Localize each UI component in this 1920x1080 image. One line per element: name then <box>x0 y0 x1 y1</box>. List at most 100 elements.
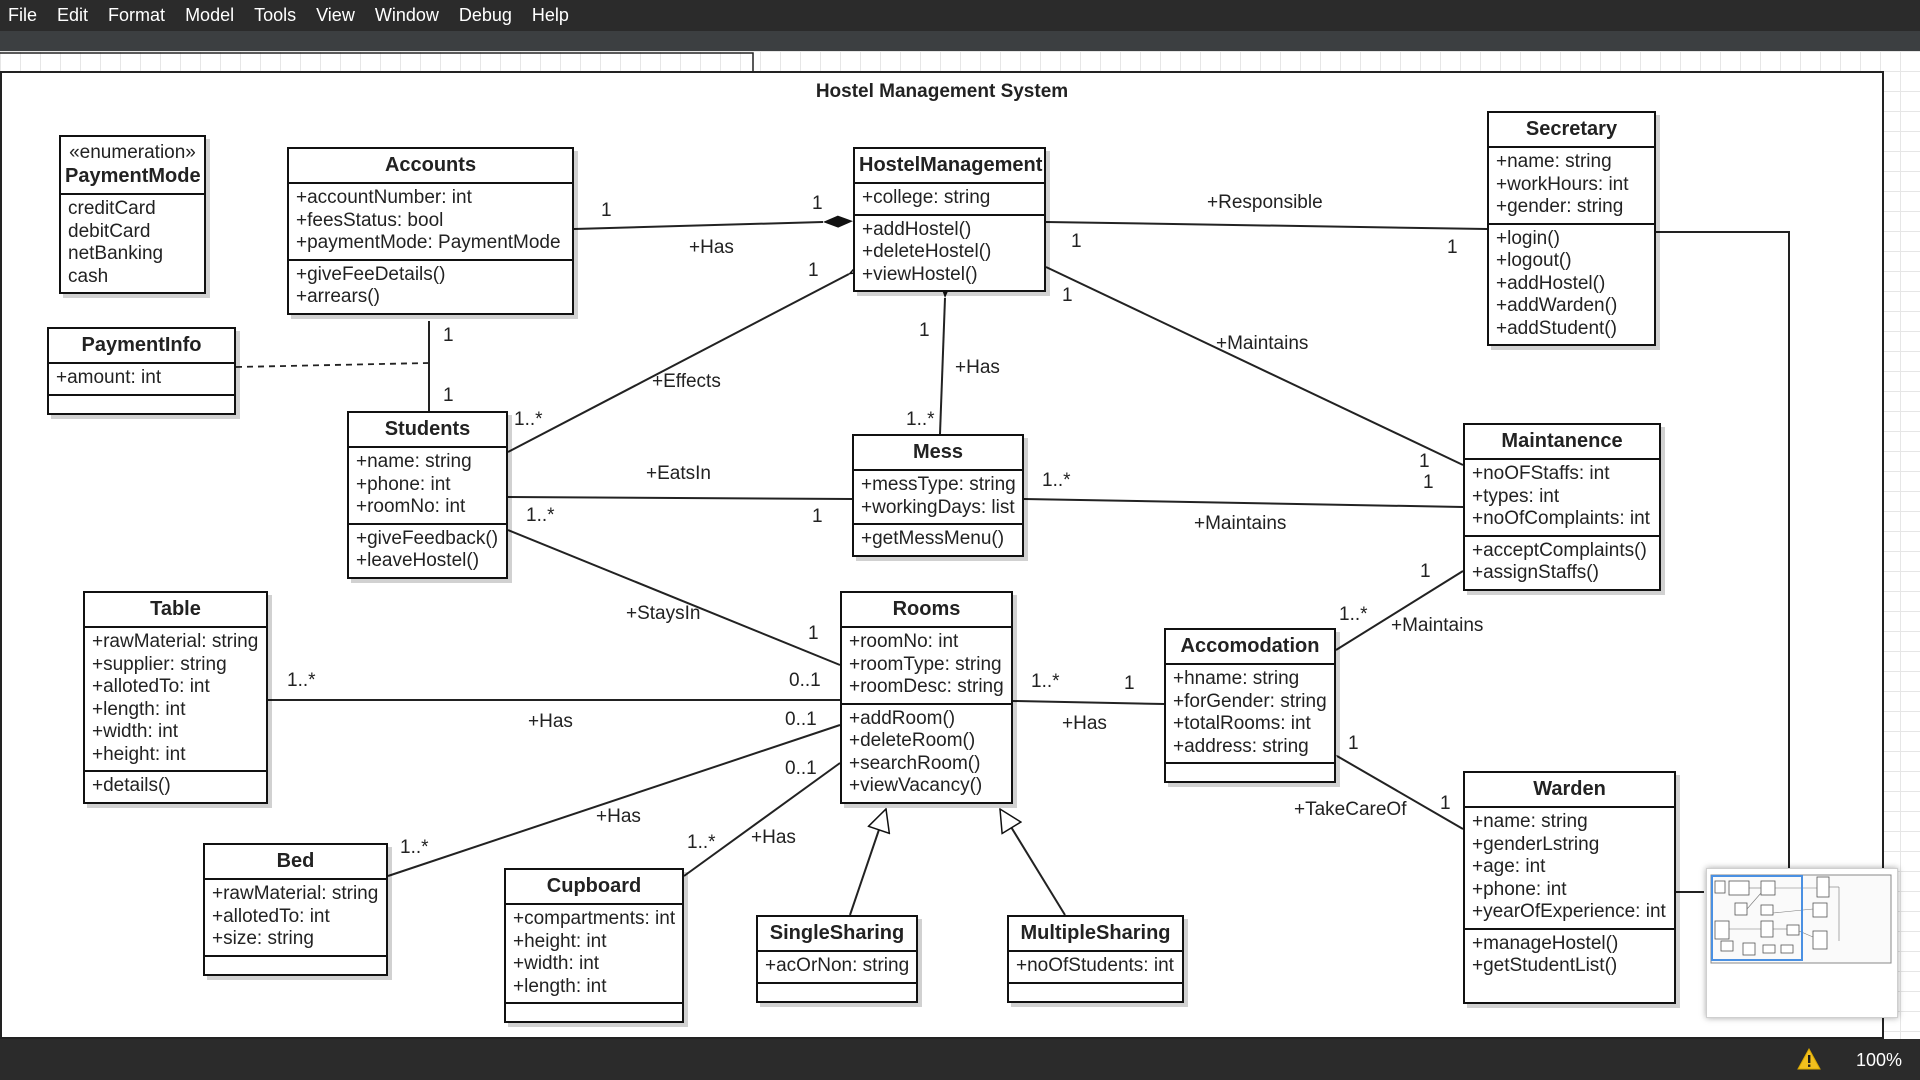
mult-effects-hm: 1 <box>808 260 819 281</box>
mult-accomodation-side: 1 <box>1124 673 1135 694</box>
edge-students-rooms <box>507 529 841 666</box>
attribute: +width: int <box>92 721 179 742</box>
class-cupboard[interactable]: Cupboard +compartments: int +height: int… <box>504 868 684 1023</box>
menu-bar: File Edit Format Model Tools View Window… <box>0 0 1920 31</box>
edge-accomodation-maintanence <box>1335 570 1464 651</box>
operation: +getMessMenu() <box>861 528 1005 549</box>
class-rooms-operations: +addRoom() +deleteRoom() +searchRoom() +… <box>842 705 1011 802</box>
diagram-canvas[interactable]: Hostel Management System +Has 1 1 +Respo… <box>0 51 1920 1039</box>
class-secretary-name: Secretary <box>1489 113 1654 148</box>
operation: +giveFeedback() <box>356 527 499 549</box>
mult-effects-students: 1..* <box>514 409 543 430</box>
class-multiplesharing[interactable]: MultipleSharing +noOfStudents: int <box>1007 915 1184 1003</box>
mult-staysin-rooms: 1 <box>808 623 819 644</box>
operation: +deleteHostel() <box>862 241 992 262</box>
class-hostelmanagement-attributes: +college: string <box>855 184 1044 216</box>
operation: +addWarden() <box>1496 295 1618 316</box>
class-warden-operations: +manageHostel() +getStudentList() <box>1465 930 1674 1002</box>
zoom-level[interactable]: 100% <box>1856 1050 1903 1070</box>
class-hostelmanagement[interactable]: HostelManagement +college: string +addHo… <box>853 147 1046 292</box>
attribute: +length: int <box>513 975 607 997</box>
class-rooms-name: Rooms <box>842 593 1011 628</box>
operation: +searchRoom() <box>849 752 981 774</box>
class-cupboard-operations <box>506 1004 682 1021</box>
class-mess[interactable]: Mess +messType: string +workingDays: lis… <box>852 434 1024 557</box>
class-students-operations: +giveFeedback() +leaveHostel() <box>349 525 506 577</box>
menu-window[interactable]: Window <box>374 5 439 25</box>
menu-model[interactable]: Model <box>185 5 235 25</box>
class-maintanence-attributes: +noOFStaffs: int +types: int +noOfCompla… <box>1465 460 1659 537</box>
class-accomodation-attributes: +hname: string +forGender: string +total… <box>1166 665 1334 764</box>
class-warden[interactable]: Warden +name: string +genderLstring +age… <box>1463 771 1676 1004</box>
attribute: +acOrNon: string <box>765 955 910 976</box>
class-bed[interactable]: Bed +rawMaterial: string +allotedTo: int… <box>203 843 388 976</box>
mult-rooms-side: 1..* <box>1031 671 1060 692</box>
operation: +addHostel() <box>1496 272 1606 294</box>
attribute: +forGender: string <box>1173 690 1327 712</box>
operation: +assignStaffs() <box>1472 562 1599 583</box>
attribute: +compartments: int <box>513 908 676 929</box>
attribute: +rawMaterial: string <box>212 883 379 904</box>
attribute: +workingDays: list <box>861 496 1015 518</box>
label-takecareof: +TakeCareOf <box>1294 799 1407 820</box>
menu-debug[interactable]: Debug <box>458 5 512 25</box>
class-secretary[interactable]: Secretary +name: string +workHours: int … <box>1487 111 1656 346</box>
attribute: +allotedTo: int <box>92 676 210 697</box>
class-table[interactable]: Table +rawMaterial: string +supplier: st… <box>83 591 268 804</box>
class-maintanence[interactable]: Maintanence +noOFStaffs: int +types: int… <box>1463 423 1661 591</box>
minimap-viewport[interactable] <box>1711 875 1803 961</box>
class-singlesharing[interactable]: SingleSharing +acOrNon: string <box>756 915 918 1003</box>
operation: +viewHostel() <box>862 263 978 285</box>
attribute: +hname: string <box>1173 668 1300 689</box>
menu-file[interactable]: File <box>8 5 38 25</box>
attribute: +phone: int <box>1472 878 1567 900</box>
attribute: +totalRooms: int <box>1173 713 1311 734</box>
mult-secretary-side: 1 <box>1447 237 1458 258</box>
toolbar-strip <box>0 31 1920 51</box>
edge-rooms-accomodation <box>1012 698 1194 711</box>
class-maintanence-operations: +acceptComplaints() +assignStaffs() <box>1465 537 1659 589</box>
operation: +leaveHostel() <box>356 550 480 571</box>
label-bed-has: +Has <box>596 806 641 827</box>
class-accomodation[interactable]: Accomodation +hname: string +forGender: … <box>1164 628 1336 783</box>
literal: netBanking <box>68 243 164 264</box>
operation: +giveFeeDetails() <box>296 263 446 285</box>
minimap-panel[interactable] <box>1706 868 1898 1018</box>
attribute: +name: string <box>1472 811 1588 832</box>
class-students[interactable]: Students +name: string +phone: int +room… <box>347 411 508 579</box>
menu-help[interactable]: Help <box>531 5 569 25</box>
class-rooms[interactable]: Rooms +roomNo: int +roomType: string +ro… <box>840 591 1013 804</box>
class-paymentmode[interactable]: «enumeration» PaymentMode creditCard deb… <box>59 135 206 294</box>
edge-secretary-warden <box>1656 231 1790 869</box>
class-multiplesharing-operations <box>1009 984 1182 1001</box>
operation: +getStudentList() <box>1472 955 1618 976</box>
label-staysin: +StaysIn <box>626 603 700 624</box>
operation: +manageHostel() <box>1472 932 1619 954</box>
operation: +arrears() <box>296 286 380 307</box>
class-multiplesharing-name: MultipleSharing <box>1009 917 1182 952</box>
class-paymentmode-name: PaymentMode <box>65 165 201 187</box>
edge-mess-maintanence <box>1023 498 1464 508</box>
menu-format[interactable]: Format <box>108 5 166 25</box>
label-acc-maintains: +Maintains <box>1391 615 1483 636</box>
operation: +logout() <box>1496 250 1572 271</box>
attribute: +types: int <box>1472 485 1560 507</box>
attribute: +messType: string <box>861 474 1016 495</box>
mult-hm-maint-hm: 1 <box>1062 285 1073 306</box>
class-singlesharing-name: SingleSharing <box>758 917 916 952</box>
menu-edit[interactable]: Edit <box>57 5 89 25</box>
edge-cupboard-rooms <box>683 763 840 877</box>
label-rooms-acc-has: +Has <box>1062 713 1107 734</box>
class-accounts[interactable]: Accounts +accountNumber: int +feesStatus… <box>287 147 574 315</box>
mult-hm-maint-maint: 1 <box>1419 451 1430 472</box>
diagram-title: Hostel Management System <box>816 81 1068 102</box>
class-accomodation-name: Accomodation <box>1166 630 1334 665</box>
menu-view[interactable]: View <box>316 5 355 25</box>
mult-accounts-side: 1 <box>601 200 612 221</box>
class-rooms-attributes: +roomNo: int +roomType: string +roomDesc… <box>842 628 1011 705</box>
attribute: +yearOfExperience: int <box>1472 901 1666 922</box>
menu-tools[interactable]: Tools <box>254 5 297 25</box>
class-paymentinfo[interactable]: PaymentInfo +amount: int <box>47 327 236 415</box>
class-paymentinfo-name: PaymentInfo <box>49 329 234 364</box>
warning-triangle-icon[interactable] <box>1797 1048 1821 1070</box>
